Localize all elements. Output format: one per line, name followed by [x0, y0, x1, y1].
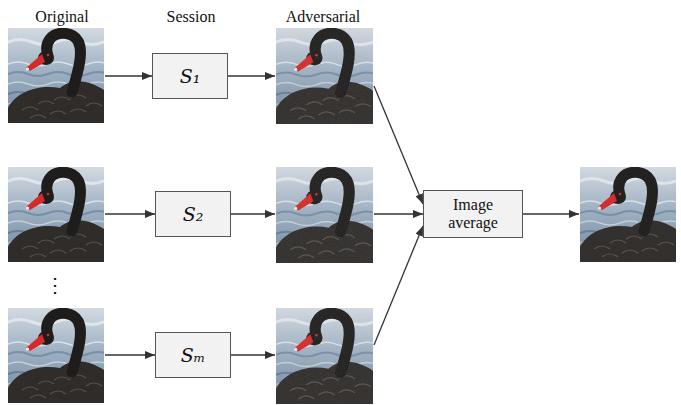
original-image — [8, 28, 108, 123]
column-header: Original — [35, 8, 88, 26]
original-image — [8, 167, 108, 262]
session-box: S₂ — [155, 191, 231, 237]
box-label: Image average — [432, 196, 514, 233]
session-label: S₂ — [183, 203, 204, 225]
session-box: S₁ — [152, 53, 228, 99]
flow-arrow — [105, 76, 579, 355]
original-image — [8, 308, 108, 403]
session-box: Sₘ — [155, 332, 231, 378]
ellipsis-mark: ⋮ — [45, 273, 65, 297]
adversarial-image — [276, 28, 377, 124]
column-header: Adversarial — [286, 8, 361, 26]
adversarial-image — [276, 308, 377, 404]
averaged-image — [580, 167, 680, 262]
column-header: Session — [167, 8, 216, 26]
process-box: Image average — [423, 190, 523, 238]
session-label: S₁ — [180, 65, 201, 87]
adversarial-image — [276, 167, 377, 263]
session-label: Sₘ — [181, 344, 206, 366]
